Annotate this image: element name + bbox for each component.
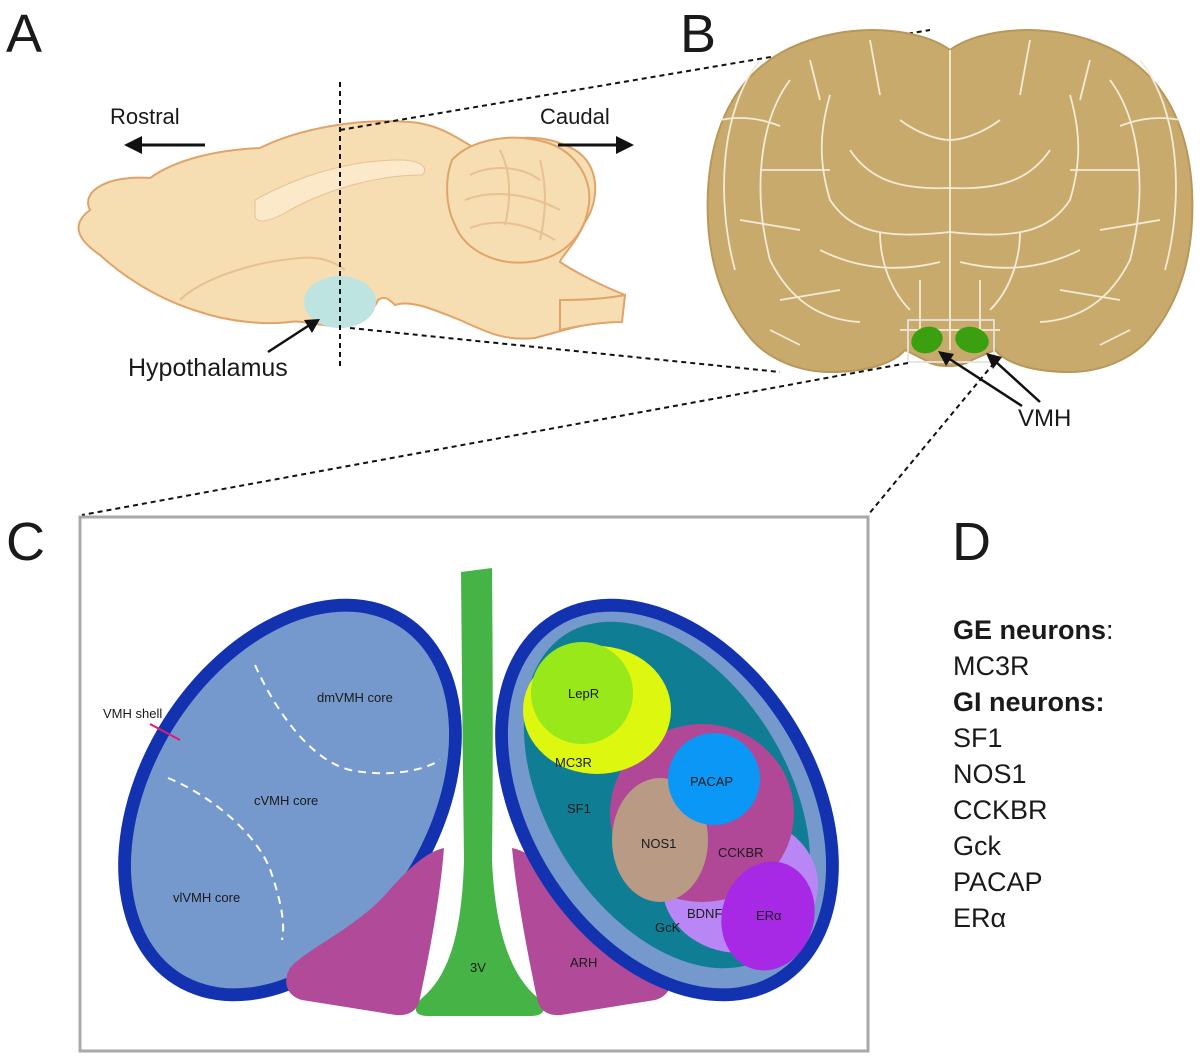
- panel-c-letter: C: [6, 512, 45, 572]
- cckbr-label: CCKBR: [718, 845, 764, 860]
- dm-core-label: dmVMH core: [317, 690, 393, 705]
- zoom-line-a-b-bottom: [349, 327, 781, 373]
- ge-neurons-colon: :: [1106, 615, 1114, 645]
- era-region: [721, 861, 815, 971]
- third-ventricle: [415, 568, 544, 1016]
- corpus-callosum: [254, 159, 426, 222]
- gi-item: PACAP: [953, 867, 1043, 897]
- gck-label: GcK: [655, 920, 681, 935]
- ge-neurons-header: GE neurons: [953, 615, 1107, 645]
- bdnf-label: BDNF: [687, 906, 722, 921]
- panel-a-letter: A: [6, 4, 42, 64]
- left-vmh-core: [130, 611, 450, 989]
- gi-item: NOS1: [953, 759, 1027, 789]
- gi-item: CCKBR: [953, 795, 1048, 825]
- panel-b-letter: B: [680, 4, 716, 64]
- cerebellum: [446, 136, 591, 264]
- brain-fold: [179, 256, 346, 301]
- right-vmh: LepR MC3R SF1 PACAP NOS1 CCKBR GcK BDNF …: [495, 598, 839, 1002]
- era-label: ERα: [756, 908, 782, 923]
- gi-neurons-header: GI neurons:: [953, 687, 1105, 717]
- vmh-shell-pointer: [149, 723, 181, 741]
- panel-b: B: [680, 4, 1194, 432]
- panel-d-letter: D: [952, 512, 991, 572]
- caudal-arrow-icon: [558, 136, 634, 154]
- rostral-arrow-icon: [124, 136, 205, 154]
- hypothalamus-label: Hypothalamus: [128, 354, 288, 382]
- gi-item: Gck: [953, 831, 1002, 861]
- caudal-label: Caudal: [540, 104, 610, 129]
- sf1-label: SF1: [567, 801, 591, 816]
- pacap-region: [668, 733, 760, 825]
- dm-core-boundary: [254, 664, 441, 775]
- zoom-line-b-c-left: [81, 362, 909, 516]
- vmh-shell-label: VMH shell: [103, 706, 162, 721]
- vmh-left-nucleus: [911, 326, 943, 354]
- zoom-line-b-c-right: [867, 362, 995, 516]
- vmh-region-box: [907, 319, 995, 363]
- panel-d-list: GE neurons: MC3R GI neurons: SF1 NOS1 CC…: [953, 612, 1193, 936]
- vmh-right-nucleus: [955, 326, 989, 354]
- hypothalamus-arrow-icon: [267, 319, 320, 354]
- nos1-label: NOS1: [641, 836, 676, 851]
- mc3r-label: MC3R: [555, 755, 592, 770]
- gi-item: SF1: [953, 723, 1003, 753]
- arh-label: ARH: [570, 955, 597, 970]
- left-vmh: dmVMH core cVMH core vlVMH core VMH shel…: [103, 598, 462, 1002]
- arh-left: [286, 848, 444, 1016]
- third-ventricle-label: 3V: [470, 960, 486, 975]
- coronal-section: [706, 29, 1194, 374]
- gi-item: ERα: [953, 903, 1007, 933]
- lepr-label: LepR: [568, 686, 599, 701]
- c-core-label: cVMH core: [254, 793, 318, 808]
- vl-core-label: vlVMH core: [173, 890, 240, 905]
- vmh-arrow-left-icon: [938, 351, 1023, 408]
- rostral-label: Rostral: [110, 104, 180, 129]
- ge-item: MC3R: [953, 651, 1030, 681]
- spinal-cord: [559, 293, 627, 332]
- pacap-label: PACAP: [690, 774, 733, 789]
- cerebellum-folia: [464, 149, 561, 241]
- vmh-label: VMH: [1018, 405, 1071, 432]
- panel-c: C dmVMH core cVMH core vlVMH core VMH sh…: [6, 512, 870, 1053]
- ge-neurons-heading: GE neurons:: [953, 612, 1193, 648]
- vmh-arrow-right-icon: [986, 353, 1041, 403]
- sagittal-brain: [77, 120, 627, 340]
- panel-a: A Rostral Caudal Hypothalamu: [6, 4, 634, 382]
- lepr-region: [531, 642, 633, 744]
